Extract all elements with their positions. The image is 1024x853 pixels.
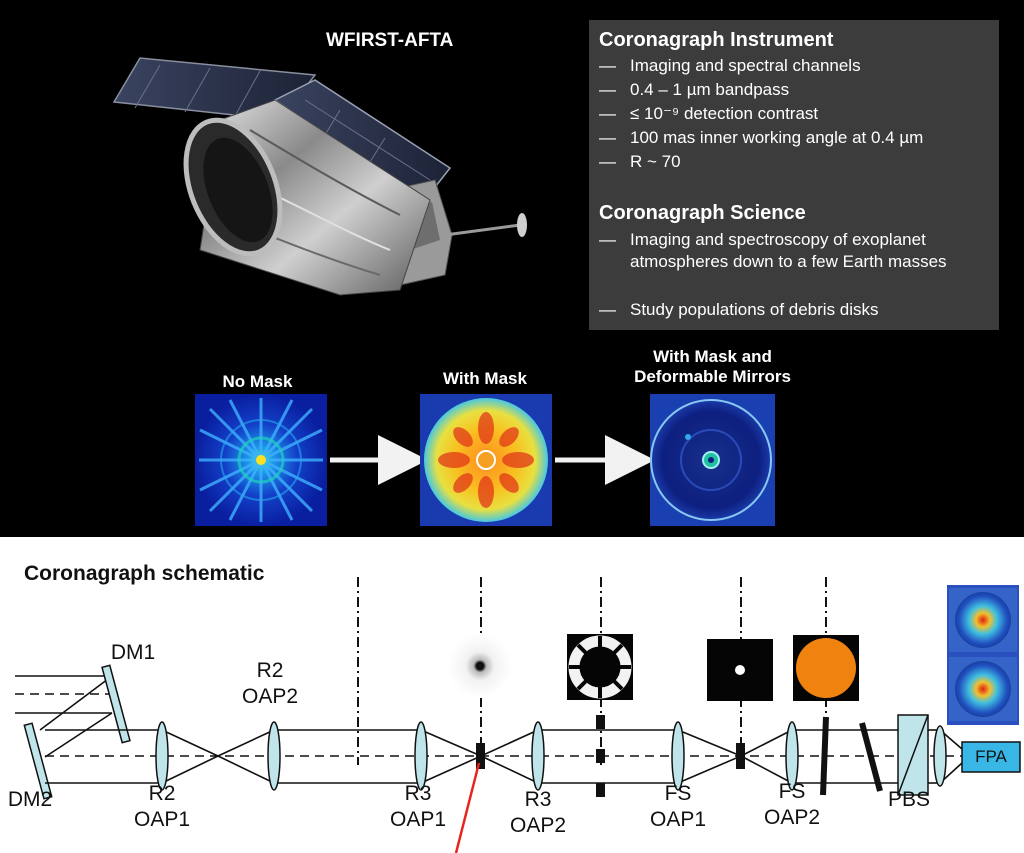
telescope-illustration (112, 57, 527, 296)
psf-image-strip (195, 394, 775, 526)
lyot-stop (596, 715, 605, 797)
with-mask-label: With Mask (443, 369, 527, 388)
psf-no-mask (195, 394, 327, 526)
no-mask-label: No Mask (222, 372, 293, 391)
r3-oap1-lens (414, 721, 428, 791)
instrument-bullet: —Imaging and spectral channels (599, 56, 861, 75)
field-stop-inset (707, 639, 773, 701)
fpa-image-stack (947, 585, 1019, 725)
pbs-label: PBS (887, 788, 931, 811)
r2-oap1-lens (155, 721, 169, 791)
dm2-mirror (23, 722, 53, 800)
bottom-panel: Coronagraph schematic (0, 537, 1024, 853)
filter (820, 716, 829, 796)
fs-oap2-lens (785, 721, 799, 791)
psf-with-mask-dm (650, 394, 775, 526)
fs-oap1-lens (671, 721, 685, 791)
lyot-stop-inset (567, 634, 633, 700)
antenna-dish (517, 213, 527, 237)
dm1-mirror (101, 664, 131, 744)
fpa-detector (961, 741, 1021, 773)
tilted-element (859, 722, 883, 792)
with-mask-dm-label: With Mask and Deformable Mirrors (634, 347, 791, 386)
r3-oap2-lens (531, 721, 545, 791)
instrument-bullet: —0.4 – 1 µm bandpass (599, 80, 790, 99)
schematic-title: Coronagraph schematic (24, 562, 265, 585)
r2-oap2-lens (267, 721, 281, 791)
instrument-bullet: —≤ 10⁻⁹ detection contrast (599, 104, 819, 123)
telescope-title: WFIRST-AFTA (326, 30, 454, 51)
instrument-bullet: —100 mas inner working angle at 0.4 µm (599, 128, 924, 147)
field-stop (736, 743, 745, 769)
focal-plane-mask (476, 743, 485, 769)
science-bullet: —Study populations of debris disks (599, 300, 879, 319)
science-bullet: —Imaging and spectroscopy of exoplanet a… (599, 230, 947, 271)
focal-mask-psf-inset (448, 634, 512, 698)
pupil-mask-inset (793, 635, 859, 701)
dm2-label: DM2 (7, 788, 53, 811)
instrument-bullet: —R ~ 70 (599, 152, 681, 171)
fpa-lens (933, 725, 947, 787)
instrument-heading: Coronagraph Instrument (599, 29, 834, 51)
dm1-label: DM1 (110, 641, 156, 664)
top-panel: WFIRST-AFTA Coronagraph Instrument —Imag… (0, 0, 1024, 537)
optical-schematic (15, 577, 1021, 853)
fpa-label: FPA (975, 747, 1007, 766)
science-heading: Coronagraph Science (599, 202, 806, 224)
psf-with-mask (420, 394, 552, 526)
info-box: Coronagraph Instrument —Imaging and spec… (589, 20, 999, 330)
pointer-line (454, 762, 481, 853)
